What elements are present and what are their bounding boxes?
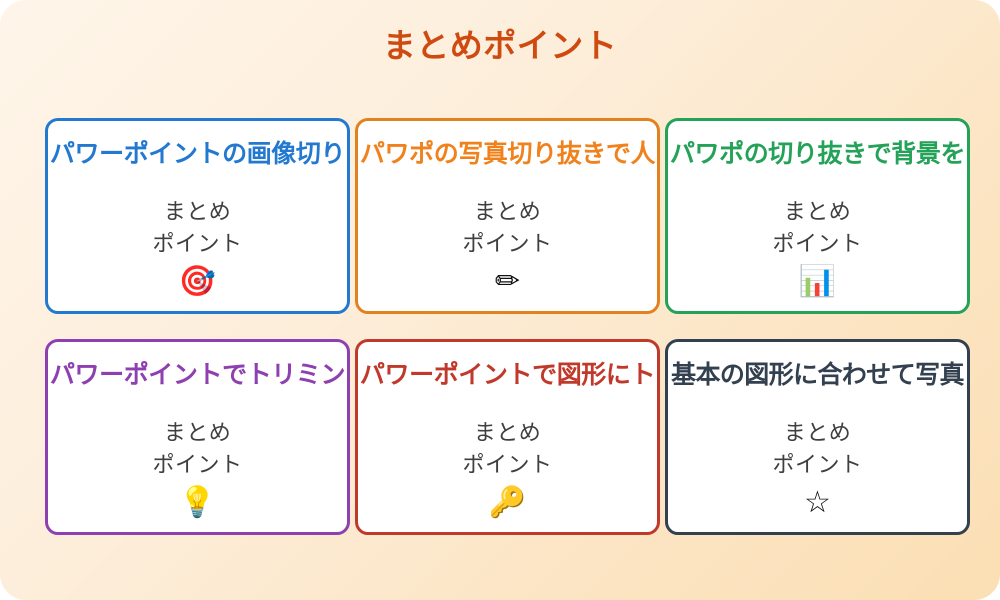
pencil-icon: ✏ (494, 263, 521, 299)
card-body: まとめ ポイント (152, 197, 242, 261)
card-title: パワポの切り抜きで背景を (669, 139, 966, 168)
bar-chart-icon: 📊 (798, 263, 837, 299)
key-icon: 🔑 (488, 484, 527, 520)
card-body-line-2: ポイント (462, 452, 553, 478)
card-body-line-2: ポイント (152, 452, 243, 478)
lightbulb-icon: 💡 (178, 484, 217, 520)
card-body-line-1: まとめ (473, 200, 542, 225)
card-body-line-2: ポイント (772, 452, 863, 478)
card-body-line-2: ポイント (152, 231, 243, 257)
summary-card-6[interactable]: 基本の図形に合わせて写真 まとめ ポイント ☆ (665, 339, 970, 535)
card-body: まとめ ポイント (152, 418, 242, 482)
card-body: まとめ ポイント (462, 418, 552, 482)
card-title: パワポの写真切り抜きで人 (359, 139, 656, 168)
summary-card-5[interactable]: パワーポイントで図形にト まとめ ポイント 🔑 (355, 339, 660, 535)
summary-card-1[interactable]: パワーポイントの画像切り まとめ ポイント 🎯 (45, 118, 350, 314)
card-body-line-2: ポイント (462, 231, 553, 257)
card-body-line-1: まとめ (783, 421, 852, 446)
card-body-line-1: まとめ (163, 200, 232, 225)
summary-card-2[interactable]: パワポの写真切り抜きで人 まとめ ポイント ✏ (355, 118, 660, 314)
card-title: パワーポイントでトリミン (49, 360, 346, 389)
card-body-line-2: ポイント (772, 231, 863, 257)
summary-card-3[interactable]: パワポの切り抜きで背景を まとめ ポイント 📊 (665, 118, 970, 314)
card-title: 基本の図形に合わせて写真 (671, 360, 964, 389)
page-title: まとめポイント (382, 26, 618, 65)
card-body: まとめ ポイント (462, 197, 552, 261)
card-title: パワーポイントで図形にト (359, 360, 656, 389)
card-body-line-1: まとめ (163, 421, 232, 446)
card-body: まとめ ポイント (772, 418, 862, 482)
card-body-line-1: まとめ (473, 421, 542, 446)
target-icon: 🎯 (178, 263, 217, 299)
card-body: まとめ ポイント (772, 197, 862, 261)
card-title: パワーポイントの画像切り (49, 139, 346, 168)
card-grid: パワーポイントの画像切り まとめ ポイント 🎯 パワポの写真切り抜きで人 まとめ… (45, 118, 970, 535)
star-icon: ☆ (804, 484, 831, 520)
card-body-line-1: まとめ (783, 200, 852, 225)
summary-card-4[interactable]: パワーポイントでトリミン まとめ ポイント 💡 (45, 339, 350, 535)
